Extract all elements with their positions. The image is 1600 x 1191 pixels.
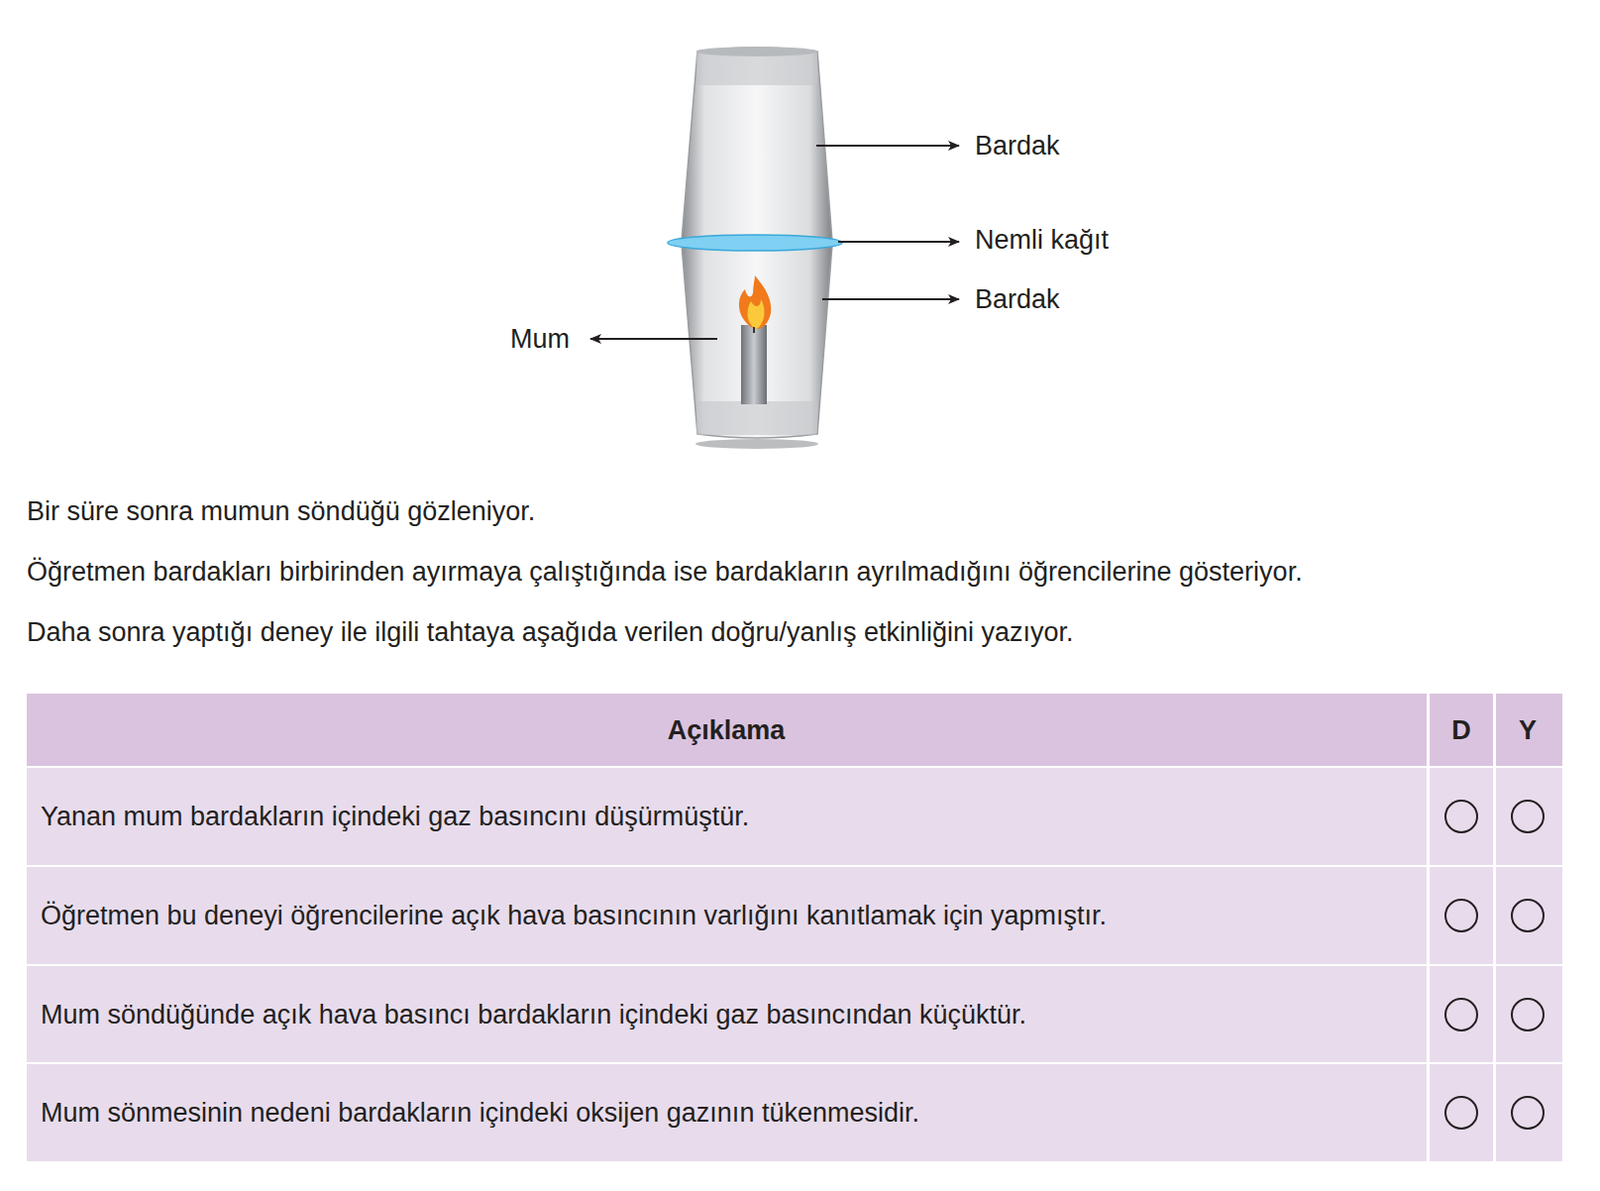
leader-line xyxy=(838,240,960,243)
table-row xyxy=(1495,1064,1563,1162)
table-row xyxy=(1429,767,1494,865)
table-header-cell: D xyxy=(1451,714,1472,747)
part-label: Nemli kağıt xyxy=(974,223,1109,256)
wet-paper xyxy=(667,234,843,251)
candle xyxy=(741,324,767,405)
glass-bottom xyxy=(681,244,833,438)
leader-line xyxy=(816,144,960,147)
table-row xyxy=(1429,866,1494,964)
table-row xyxy=(1429,965,1494,1063)
leader-line xyxy=(822,298,960,301)
table-row xyxy=(1495,767,1563,865)
table-row xyxy=(1495,965,1563,1063)
paragraph: Bir süre sonra mumun söndüğü gözleniyor. xyxy=(26,495,535,528)
table-header-cell: Y xyxy=(1518,714,1537,747)
glass-top xyxy=(681,47,833,241)
paragraph: Öğretmen bardakları birbirinden ayırmaya… xyxy=(26,555,1303,588)
answer-circles xyxy=(1445,800,1544,1129)
part-label: Mum xyxy=(510,322,570,355)
paragraph: Daha sonra yaptığı deney ile ilgili taht… xyxy=(26,616,1074,648)
leader-line xyxy=(590,337,718,340)
flame xyxy=(739,275,771,329)
table-header-cell: Açıklama xyxy=(667,714,786,747)
part-label: Bardak xyxy=(974,129,1061,162)
table-row xyxy=(1429,1064,1494,1162)
table-row xyxy=(1495,866,1563,964)
part-label: Bardak xyxy=(974,283,1061,316)
table-cell: Öğretmen bu deneyi öğrencilerine açık ha… xyxy=(40,899,1107,932)
table-cell: Yanan mum bardakların içindeki gaz basın… xyxy=(40,800,749,833)
table-cell: Mum söndüğünde açık hava basıncı bardakl… xyxy=(40,998,1027,1031)
table-cell: Mum sönmesinin nedeni bardakların içinde… xyxy=(40,1096,920,1129)
